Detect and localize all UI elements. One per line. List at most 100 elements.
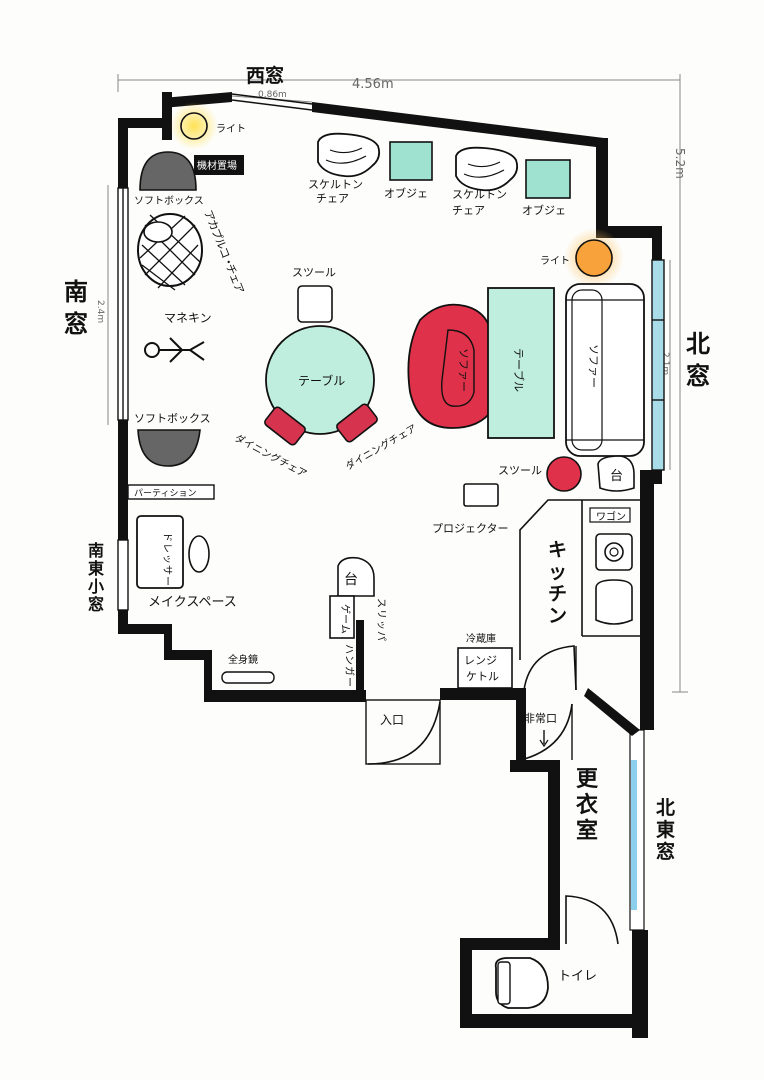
svg-text:ル: ル <box>212 236 228 251</box>
svg-text:パ: パ <box>375 631 387 641</box>
svg-text:ン: ン <box>343 655 354 665</box>
svg-text:北: 北 <box>656 797 675 819</box>
make-space-label: メイクスペース <box>148 595 237 610</box>
softbox-icon <box>137 429 201 467</box>
svg-text:ソ: ソ <box>457 348 470 359</box>
svg-text:チ: チ <box>548 583 567 605</box>
kitchen-door <box>523 645 577 691</box>
svg-text:ッ: ッ <box>548 561 567 583</box>
acapulco-chair-icon <box>137 213 203 291</box>
svg-text:ス: ス <box>375 598 386 608</box>
svg-text:フ: フ <box>587 355 600 366</box>
fridge <box>457 647 513 689</box>
svg-text:テ: テ <box>512 348 525 359</box>
equipment-label: 機材置場 <box>197 159 237 172</box>
objet-2-label: オブジェ <box>522 203 566 217</box>
stool-label-2: スツール <box>498 464 542 477</box>
height-dimension: 5.2m <box>673 148 687 179</box>
hanger-label: ハ ン ガ ー <box>343 644 355 687</box>
dresser-label: ド レ ッ サ ー <box>161 532 173 586</box>
projector <box>463 483 499 507</box>
kettle-label: ケトル <box>466 670 499 683</box>
wagon-label: ワゴン <box>596 510 626 523</box>
svg-text:ア: ア <box>230 281 246 296</box>
red-sofa-label: ソ フ ァ ー <box>457 348 470 392</box>
emergency-exit-label: 非常口 <box>524 712 557 725</box>
svg-text:ブ: ブ <box>512 370 526 381</box>
light-glow-icon <box>170 102 218 150</box>
svg-text:窓: 窓 <box>88 595 104 614</box>
hanger-rack <box>356 620 364 690</box>
long-table-label: テ ー ブ ル <box>512 348 526 392</box>
partition-label: パーティション <box>134 488 196 499</box>
svg-text:ー: ー <box>457 381 470 392</box>
svg-text:小: 小 <box>88 577 104 596</box>
svg-text:ム: ム <box>339 624 351 634</box>
full-length-mirror <box>221 671 275 684</box>
svg-text:ェ: ェ <box>227 271 243 286</box>
objet-1 <box>389 141 433 181</box>
skeleton-chair-1-label-a: スケルトン <box>308 178 363 191</box>
skeleton-chair-2-label-a: スケルトン <box>452 188 507 201</box>
svg-text:ー: ー <box>587 377 600 388</box>
game <box>329 595 355 639</box>
kitchen-label: キ ッ チ ン <box>548 539 567 627</box>
round-table <box>265 325 375 435</box>
svg-text:キ: キ <box>548 539 567 561</box>
sink <box>595 579 633 625</box>
side-stand-2 <box>337 556 375 597</box>
southeast-window-label: 南 東 小 窓 <box>88 541 104 614</box>
svg-text:室: 室 <box>576 818 598 844</box>
objet-1-label: オブジェ <box>384 186 428 200</box>
toilet-door-icon[interactable] <box>565 895 619 945</box>
svg-text:ソ: ソ <box>587 344 600 355</box>
svg-text:プ: プ <box>209 227 225 242</box>
svg-text:ハ: ハ <box>343 644 354 654</box>
svg-text:南: 南 <box>88 541 104 560</box>
north-window-label-1: 北 <box>686 330 710 358</box>
west-window-dimension: 0.86m <box>258 90 287 100</box>
equipment-badge <box>194 155 244 175</box>
south-window-dimension: 2.4m <box>95 300 105 323</box>
dining-chair-right <box>336 403 378 443</box>
stool-label-1: スツール <box>292 266 336 279</box>
light-icon <box>180 112 208 140</box>
range-label: レンジ <box>464 654 497 667</box>
kitchen-counter <box>519 499 640 660</box>
svg-text:レ: レ <box>161 543 172 553</box>
stand-label-2: 台 <box>344 572 358 588</box>
long-table <box>487 287 555 439</box>
entrance-door-icon[interactable] <box>367 701 441 765</box>
svg-text:ル: ル <box>512 381 525 392</box>
svg-text:東: 東 <box>88 559 104 578</box>
emergency-exit-door-icon[interactable] <box>511 703 573 763</box>
svg-text:ア: ア <box>201 208 217 223</box>
svg-text:ド: ド <box>161 532 172 542</box>
light-icon <box>575 239 613 277</box>
south-window-label-1: 南 <box>64 278 88 306</box>
svg-text:ン: ン <box>548 605 567 627</box>
svg-text:ガ: ガ <box>343 666 355 676</box>
svg-text:リ: リ <box>375 609 386 619</box>
dresser-stool <box>188 535 210 573</box>
red-stool <box>546 456 582 492</box>
svg-text:ー: ー <box>161 576 172 586</box>
softbox-label-1: ソフトボックス <box>134 195 204 207</box>
light-label-1: ライト <box>216 123 246 135</box>
svg-text:ッ: ッ <box>375 620 386 630</box>
softbox-label-2: ソフトボックス <box>134 412 211 425</box>
dining-chair-left <box>264 406 306 446</box>
side-stand-1 <box>597 455 635 492</box>
west-window-label: 西窓 <box>246 64 284 87</box>
red-sofa-seat <box>441 329 475 407</box>
light-label-2: ライト <box>540 255 570 267</box>
svg-text:更: 更 <box>576 767 599 792</box>
toilet-label: トイレ <box>558 969 597 984</box>
right-sofa-label: ソ フ ァ ー <box>587 344 600 388</box>
svg-text:ゲ: ゲ <box>339 604 351 614</box>
game-label: ゲ ー ム <box>339 604 351 634</box>
mirror-label: 全身鏡 <box>228 653 258 666</box>
entrance-area <box>365 699 441 765</box>
